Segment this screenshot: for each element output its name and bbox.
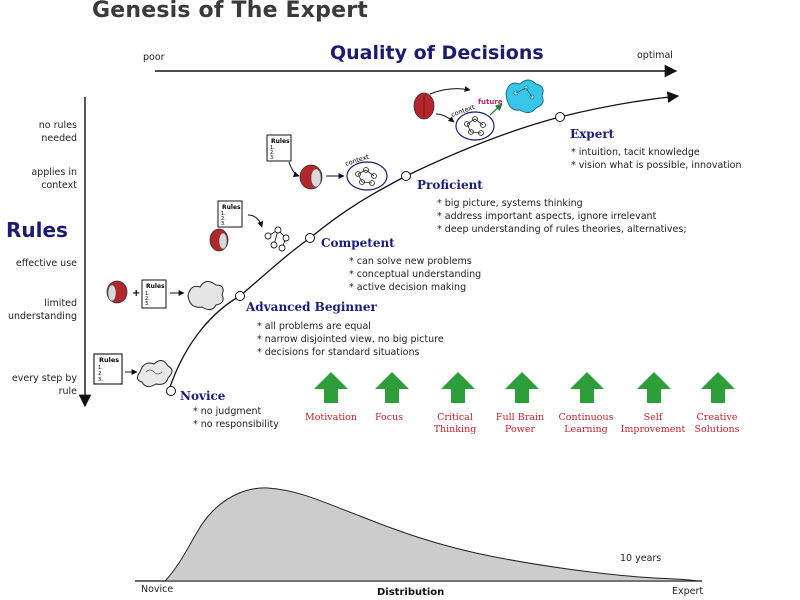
proficient-illustration: Rules 1. 2. 3. context (266, 134, 388, 191)
bullet: * narrow disjointed view, no big picture (257, 334, 444, 345)
stage-name-novice: Novice (180, 389, 226, 403)
y-level-every-step: every step by rule (11, 373, 77, 397)
svg-text:3.: 3. (270, 155, 275, 161)
svg-text:future: future (478, 98, 503, 106)
bullet: * big picture, systems thinking (437, 198, 583, 209)
svg-text:Rules: Rules (146, 283, 165, 290)
stage-node-novice (166, 386, 176, 396)
bullet: * can solve new problems (349, 256, 472, 267)
novice-illustration: Rules 1. 2. 3. (93, 353, 173, 388)
driver-arrows (314, 372, 735, 403)
svg-text:2.: 2. (270, 150, 275, 156)
svg-text:2.: 2. (221, 216, 226, 222)
svg-text:Rules: Rules (222, 204, 241, 211)
svg-text:3.: 3. (98, 377, 103, 383)
svg-text:Rules: Rules (99, 356, 119, 364)
svg-text:+: + (132, 288, 140, 299)
stage-name-proficient: Proficient (417, 178, 483, 192)
bullet: * decisions for standard situations (257, 347, 420, 358)
distribution-annotation: 10 years (620, 553, 662, 564)
up-arrow-icon (701, 372, 735, 403)
svg-text:2.: 2. (145, 296, 150, 302)
x-axis-title: Quality of Decisions (330, 42, 544, 64)
up-arrow-icon (441, 372, 475, 403)
stage-node-expert (555, 112, 565, 122)
y-axis-title: Rules (6, 218, 68, 242)
stage-bullets-competent: * can solve new problems * conceptual un… (349, 255, 481, 294)
stage-bullets-expert: * intuition, tacit knowledge * vision wh… (571, 146, 742, 172)
distribution-start-label: Novice (141, 584, 174, 595)
driver-label-full-brain-power: Full Brain Power (495, 412, 545, 435)
bullet: * all problems are equal (257, 321, 371, 332)
distribution-title: Distribution (377, 587, 445, 598)
stage-node-competent (305, 233, 315, 243)
bullet: * vision what is possible, innovation (571, 160, 742, 171)
up-arrow-icon (314, 372, 348, 403)
x-axis-start-label: poor (143, 52, 165, 63)
stage-node-advanced-beginner (235, 291, 245, 301)
svg-text:3.: 3. (145, 301, 150, 307)
expertise-curve (167, 91, 680, 394)
svg-text:1.: 1. (270, 145, 275, 151)
y-level-limited-understanding: limited understanding (7, 298, 77, 322)
y-level-no-rules: no rules needed (38, 120, 77, 144)
up-arrow-icon (637, 372, 671, 403)
driver-label-focus: Focus (374, 412, 404, 423)
page-title: Genesis of The Expert (92, 0, 368, 23)
expert-illustration: context future (413, 79, 544, 141)
distribution-end-label: Expert (672, 586, 704, 597)
bullet: * active decision making (349, 282, 467, 293)
stage-name-expert: Expert (570, 127, 615, 141)
stage-bullets-advanced-beginner: * all problems are equal * narrow disjoi… (257, 320, 444, 359)
advanced-beginner-illustration: + Rules 1. 2. 3. (106, 279, 224, 311)
svg-text:1.: 1. (145, 291, 150, 297)
driver-label-creative-solutions: Creative Solutions (694, 412, 740, 435)
competent-illustration: Rules 1. 2. 3. (209, 200, 290, 252)
stage-bullets-proficient: * big picture, systems thinking * addres… (437, 197, 687, 236)
distribution-curve (163, 487, 698, 582)
bullet: * no judgment (193, 406, 262, 417)
up-arrow-icon (505, 372, 539, 403)
stage-name-competent: Competent (321, 236, 395, 250)
stage-bullets-novice: * no judgment * no responsibility (193, 405, 279, 431)
svg-text:1.: 1. (98, 365, 103, 371)
bullet: * deep understanding of rules theories, … (437, 224, 687, 235)
bullet: * no responsibility (193, 419, 279, 430)
up-arrow-icon (570, 372, 604, 403)
driver-label-motivation: Motivation (304, 412, 358, 423)
driver-label-critical-thinking: Critical Thinking (433, 412, 477, 435)
stage-node-proficient (401, 171, 411, 181)
svg-text:1.: 1. (221, 211, 226, 217)
bullet: * address important aspects, ignore irre… (437, 211, 657, 222)
up-arrow-icon (375, 372, 409, 403)
stage-name-advanced-beginner: Advanced Beginner (246, 300, 377, 314)
svg-text:Rules: Rules (271, 138, 290, 145)
svg-text:3.: 3. (221, 221, 226, 227)
y-level-effective-use: effective use (15, 258, 77, 269)
svg-text:2.: 2. (98, 371, 103, 377)
bullet: * conceptual understanding (349, 269, 482, 280)
y-level-applies-in-context: applies in context (31, 167, 77, 191)
x-axis-end-label: optimal (637, 50, 673, 61)
bullet: * intuition, tacit knowledge (571, 147, 700, 158)
driver-label-continuous-learning: Continuous Learning (558, 412, 614, 435)
driver-label-self-improvement: Self Improvement (620, 412, 686, 435)
